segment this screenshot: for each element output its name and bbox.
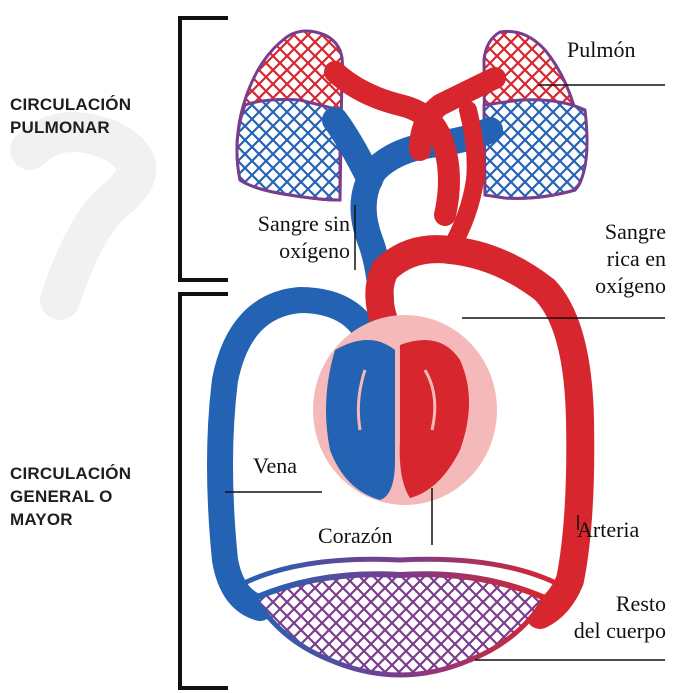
systemic-circulation-label: CIRCULACIÓN GENERAL O MAYOR (10, 462, 131, 531)
heart-label: Corazón (318, 522, 393, 549)
body-capillaries (240, 559, 560, 675)
rest-of-body-label: Resto del cuerpo (540, 590, 666, 644)
lung-label: Pulmón (567, 36, 635, 63)
pulmonary-circulation-label: CIRCULACIÓN PULMONAR (10, 93, 131, 139)
artery-label: Arteria (577, 516, 639, 543)
oxygenated-blood-label: Sangre rica en oxígeno (560, 218, 666, 299)
heart (313, 315, 497, 505)
pulmonary-bracket (180, 18, 228, 280)
vein-label: Vena (253, 452, 297, 479)
deoxygenated-blood-label: Sangre sin oxígeno (222, 210, 350, 264)
